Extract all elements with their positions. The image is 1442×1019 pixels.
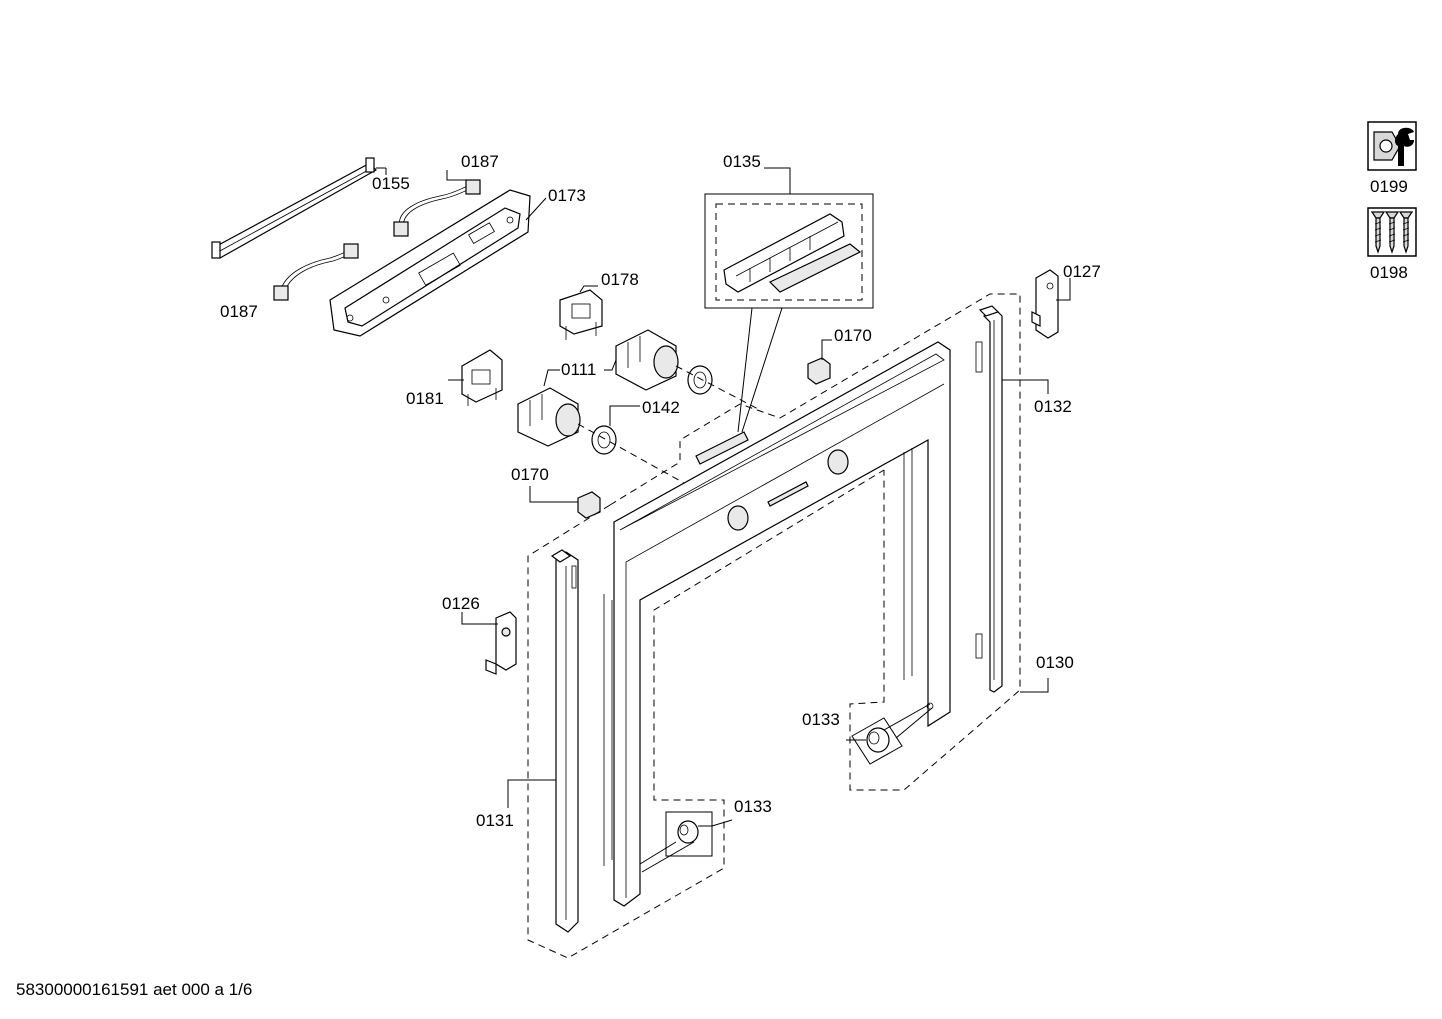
label-0170-upper[interactable]: 0170 — [834, 326, 872, 345]
part-0132-right-rail[interactable] — [975, 305, 1049, 693]
label-0132[interactable]: 0132 — [1034, 397, 1072, 416]
screws-icon[interactable] — [1367, 207, 1417, 257]
part-0170-connector-upper[interactable] — [807, 339, 832, 385]
part-0187-cable-upper[interactable] — [393, 170, 481, 237]
label-0187-lower[interactable]: 0187 — [220, 302, 258, 321]
part-0133-plug-lower[interactable] — [639, 811, 733, 873]
label-0181[interactable]: 0181 — [406, 389, 444, 408]
part-0111-knob-upper[interactable] — [615, 329, 761, 411]
part-0170-connector-lower[interactable] — [529, 486, 601, 519]
part-0131-left-rail[interactable] — [507, 549, 579, 933]
part-0187-cable-lower[interactable] — [273, 243, 359, 301]
label-0173[interactable]: 0173 — [548, 186, 586, 205]
label-0187-upper[interactable]: 0187 — [461, 152, 499, 171]
label-0127[interactable]: 0127 — [1063, 262, 1101, 281]
label-0199[interactable]: 0199 — [1370, 177, 1408, 196]
part-0135-switch-module[interactable] — [704, 167, 874, 433]
part-0130-assembly-leader[interactable] — [1020, 678, 1049, 693]
part-0142-ring[interactable] — [609, 405, 640, 426]
label-0130[interactable]: 0130 — [1036, 653, 1074, 672]
label-0133-lower[interactable]: 0133 — [734, 797, 772, 816]
label-0126[interactable]: 0126 — [442, 594, 480, 613]
part-0111-knob-lower[interactable] — [517, 359, 737, 513]
part-0127-clip[interactable] — [1031, 269, 1071, 339]
label-0155[interactable]: 0155 — [372, 174, 410, 193]
label-0133-right[interactable]: 0133 — [802, 710, 840, 729]
label-0111[interactable]: 0111 — [561, 360, 596, 379]
part-0155-rail[interactable] — [211, 157, 387, 259]
part-0126-clip[interactable] — [461, 611, 517, 675]
part-0173-control-bracket[interactable] — [329, 189, 547, 337]
label-0131[interactable]: 0131 — [476, 811, 514, 830]
part-0133-plug-right[interactable] — [846, 702, 934, 765]
part-front-frame[interactable] — [603, 341, 951, 907]
document-code: 58300000161591 aet 000 a 1/6 — [16, 980, 253, 999]
label-0198[interactable]: 0198 — [1370, 263, 1408, 282]
label-0178[interactable]: 0178 — [601, 270, 639, 289]
label-0135[interactable]: 0135 — [723, 152, 761, 171]
wrench-nut-icon[interactable] — [1367, 121, 1417, 171]
part-0178-switch[interactable] — [559, 285, 603, 340]
label-0170-lower[interactable]: 0170 — [511, 465, 549, 484]
label-0142[interactable]: 0142 — [642, 398, 680, 417]
part-0181-switch[interactable] — [448, 349, 503, 406]
